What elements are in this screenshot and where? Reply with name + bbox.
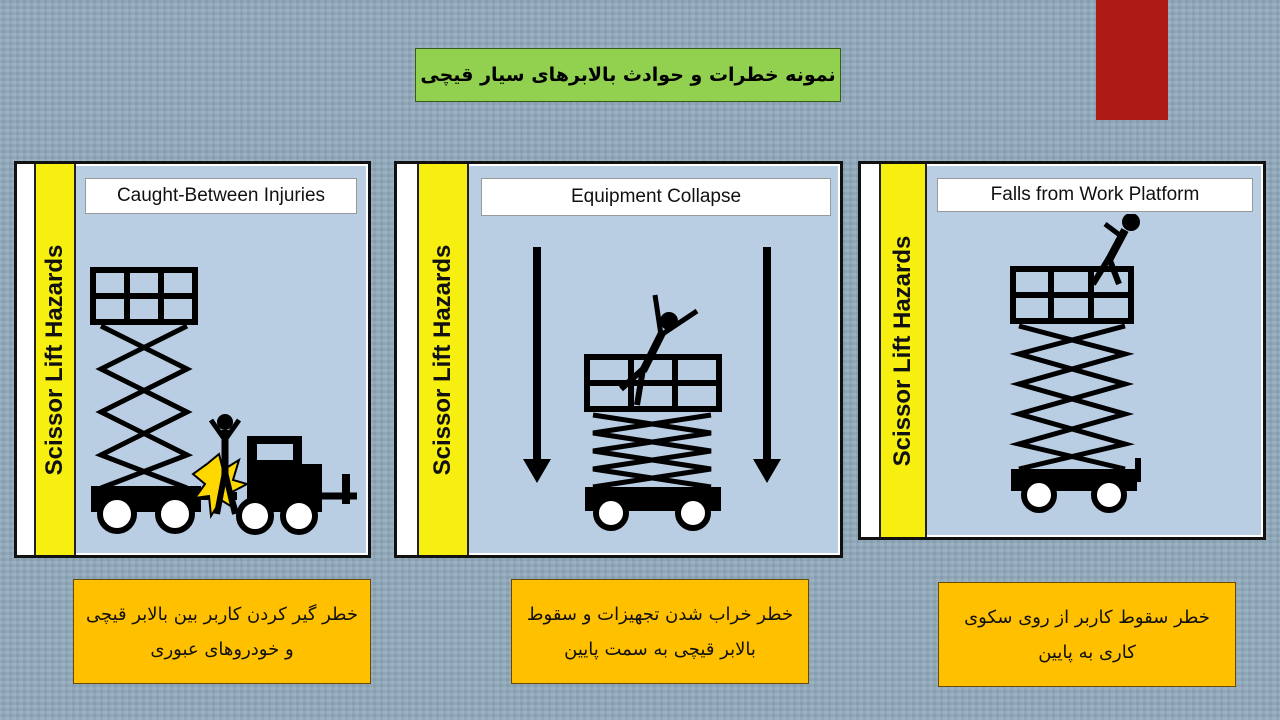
side-label: Scissor Lift Hazards — [41, 244, 68, 475]
side-bar: Scissor Lift Hazards — [34, 164, 76, 555]
panel-equipment-collapse: Scissor Lift Hazards Equipment Collapse — [394, 161, 843, 558]
panel-falls-platform: Scissor Lift Hazards Falls from Work Pla… — [858, 161, 1266, 540]
side-label: Scissor Lift Hazards — [429, 244, 456, 475]
caption-equipment-collapse: خطر خراب شدن تجهیزات و سقوط بالابر قیچی … — [511, 579, 809, 684]
side-bar: Scissor Lift Hazards — [417, 164, 469, 555]
accent-block — [1096, 0, 1168, 120]
slide-title: نمونه خطرات و حوادث بالابرهای سیار قیچی — [415, 48, 841, 102]
equipment-collapse-illustration — [523, 247, 781, 531]
falls-platform-illustration — [1009, 214, 1141, 513]
panel-caught-between: Scissor Lift Hazards Caught-Between Inju… — [14, 161, 371, 558]
caption-caught-between: خطر گیر کردن کاربر بین بالابر قیچی و خود… — [73, 579, 371, 684]
hazard-title: Caught-Between Injuries — [85, 178, 357, 214]
caught-between-illustration — [90, 267, 357, 535]
side-label: Scissor Lift Hazards — [889, 235, 916, 466]
side-bar: Scissor Lift Hazards — [879, 164, 927, 537]
hazard-title: Falls from Work Platform — [937, 178, 1253, 212]
caption-falls-platform: خطر سقوط کاربر از روی سکوی کاری به پایین — [938, 582, 1236, 687]
hazard-title: Equipment Collapse — [481, 178, 831, 216]
